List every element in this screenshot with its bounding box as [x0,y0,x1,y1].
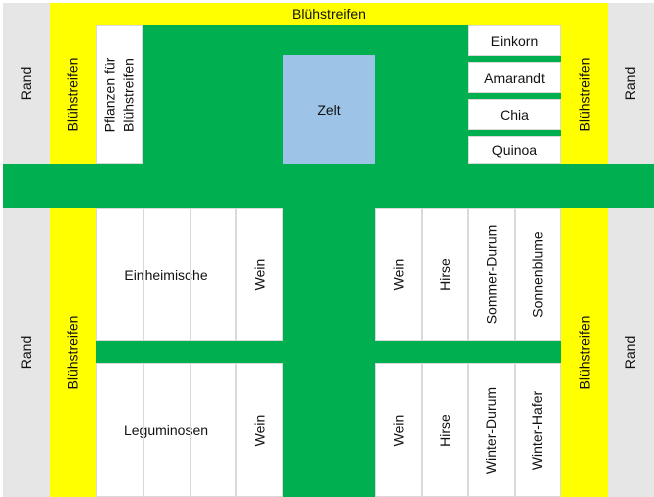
edge-label: Rand [622,335,639,370]
bed-label: Hirse [436,413,453,447]
bed-label: Pflanzen für [101,57,118,132]
bed-label: Einheimische [124,266,208,283]
bed-label: Leguminosen [123,422,209,438]
bed-label: Sommer-Durum [483,224,500,325]
tent-label: Zelt [317,101,341,118]
bed-label: Wein [390,414,406,446]
edge-label: Rand [18,66,34,101]
edge-top-left: Rand [3,3,50,164]
main-path-horizontal [3,164,654,208]
bed-sonnenblume: Sonnenblume [515,208,561,341]
bed-label: Wein [390,258,406,291]
bed-label: Blühstreifen [120,57,137,132]
bed-label: Sonnenblume [529,231,546,318]
flower-strip-bottom-right: Blühstreifen [561,208,608,497]
bed-label: Einkorn [490,32,539,49]
bed-wein: Wein [375,208,422,341]
flower-strip-label: Blühstreifen [576,57,592,132]
edge-bottom-right: Rand [608,208,654,497]
flower-strip-label: Blühstreifen [64,57,81,132]
flower-strip-label: Blühstreifen [292,6,366,22]
edge-label: Rand [622,66,639,101]
bed-einheimische: Einheimische [96,208,236,341]
bed-hirse: Hirse [422,363,468,497]
tent: Zelt [283,55,375,164]
bed-winter-durum: Winter-Durum [468,363,515,497]
bed-label: Winter-Durum [483,386,499,474]
edge-label: Rand [18,335,34,370]
flower-strip-top: Blühstreifen [50,3,608,25]
bed-wein: Wein [236,208,283,341]
bed-label: Winter-Hafer [529,390,546,470]
bed-chia: Chia [468,99,561,130]
bed-amarandt: Amarandt [468,62,561,93]
grid-line [143,363,144,497]
bed-einkorn: Einkorn [468,25,561,56]
bed-label: Amarandt [484,69,545,86]
bed-sommer-durum: Sommer-Durum [468,208,515,341]
bed-label: Hirse [436,258,453,291]
grid-line [190,208,191,341]
bed-label: Wein [251,414,267,446]
flower-strip-label: Blühstreifen [64,315,81,390]
bed-label: Chia [500,106,529,123]
edge-bottom-left: Rand [3,208,50,497]
flower-strip-label: Blühstreifen [576,315,592,390]
bed-label: Wein [251,258,267,291]
bed-label: Quinoa [491,142,538,158]
flower-strip-top-left: Blühstreifen [50,25,96,164]
flower-strip-bottom-left: Blühstreifen [50,208,96,497]
bed-leguminosen: Leguminosen [96,363,236,497]
bed-winter-hafer: Winter-Hafer [515,363,561,497]
grid-line [190,363,191,497]
bed-quinoa: Quinoa [468,136,561,164]
bed-wein: Wein [375,363,422,497]
grid-line [143,208,144,341]
flower-strip-top-right: Blühstreifen [561,25,608,164]
bed-hirse: Hirse [422,208,468,341]
bed-wein: Wein [236,363,283,497]
edge-top-right: Rand [608,3,654,164]
